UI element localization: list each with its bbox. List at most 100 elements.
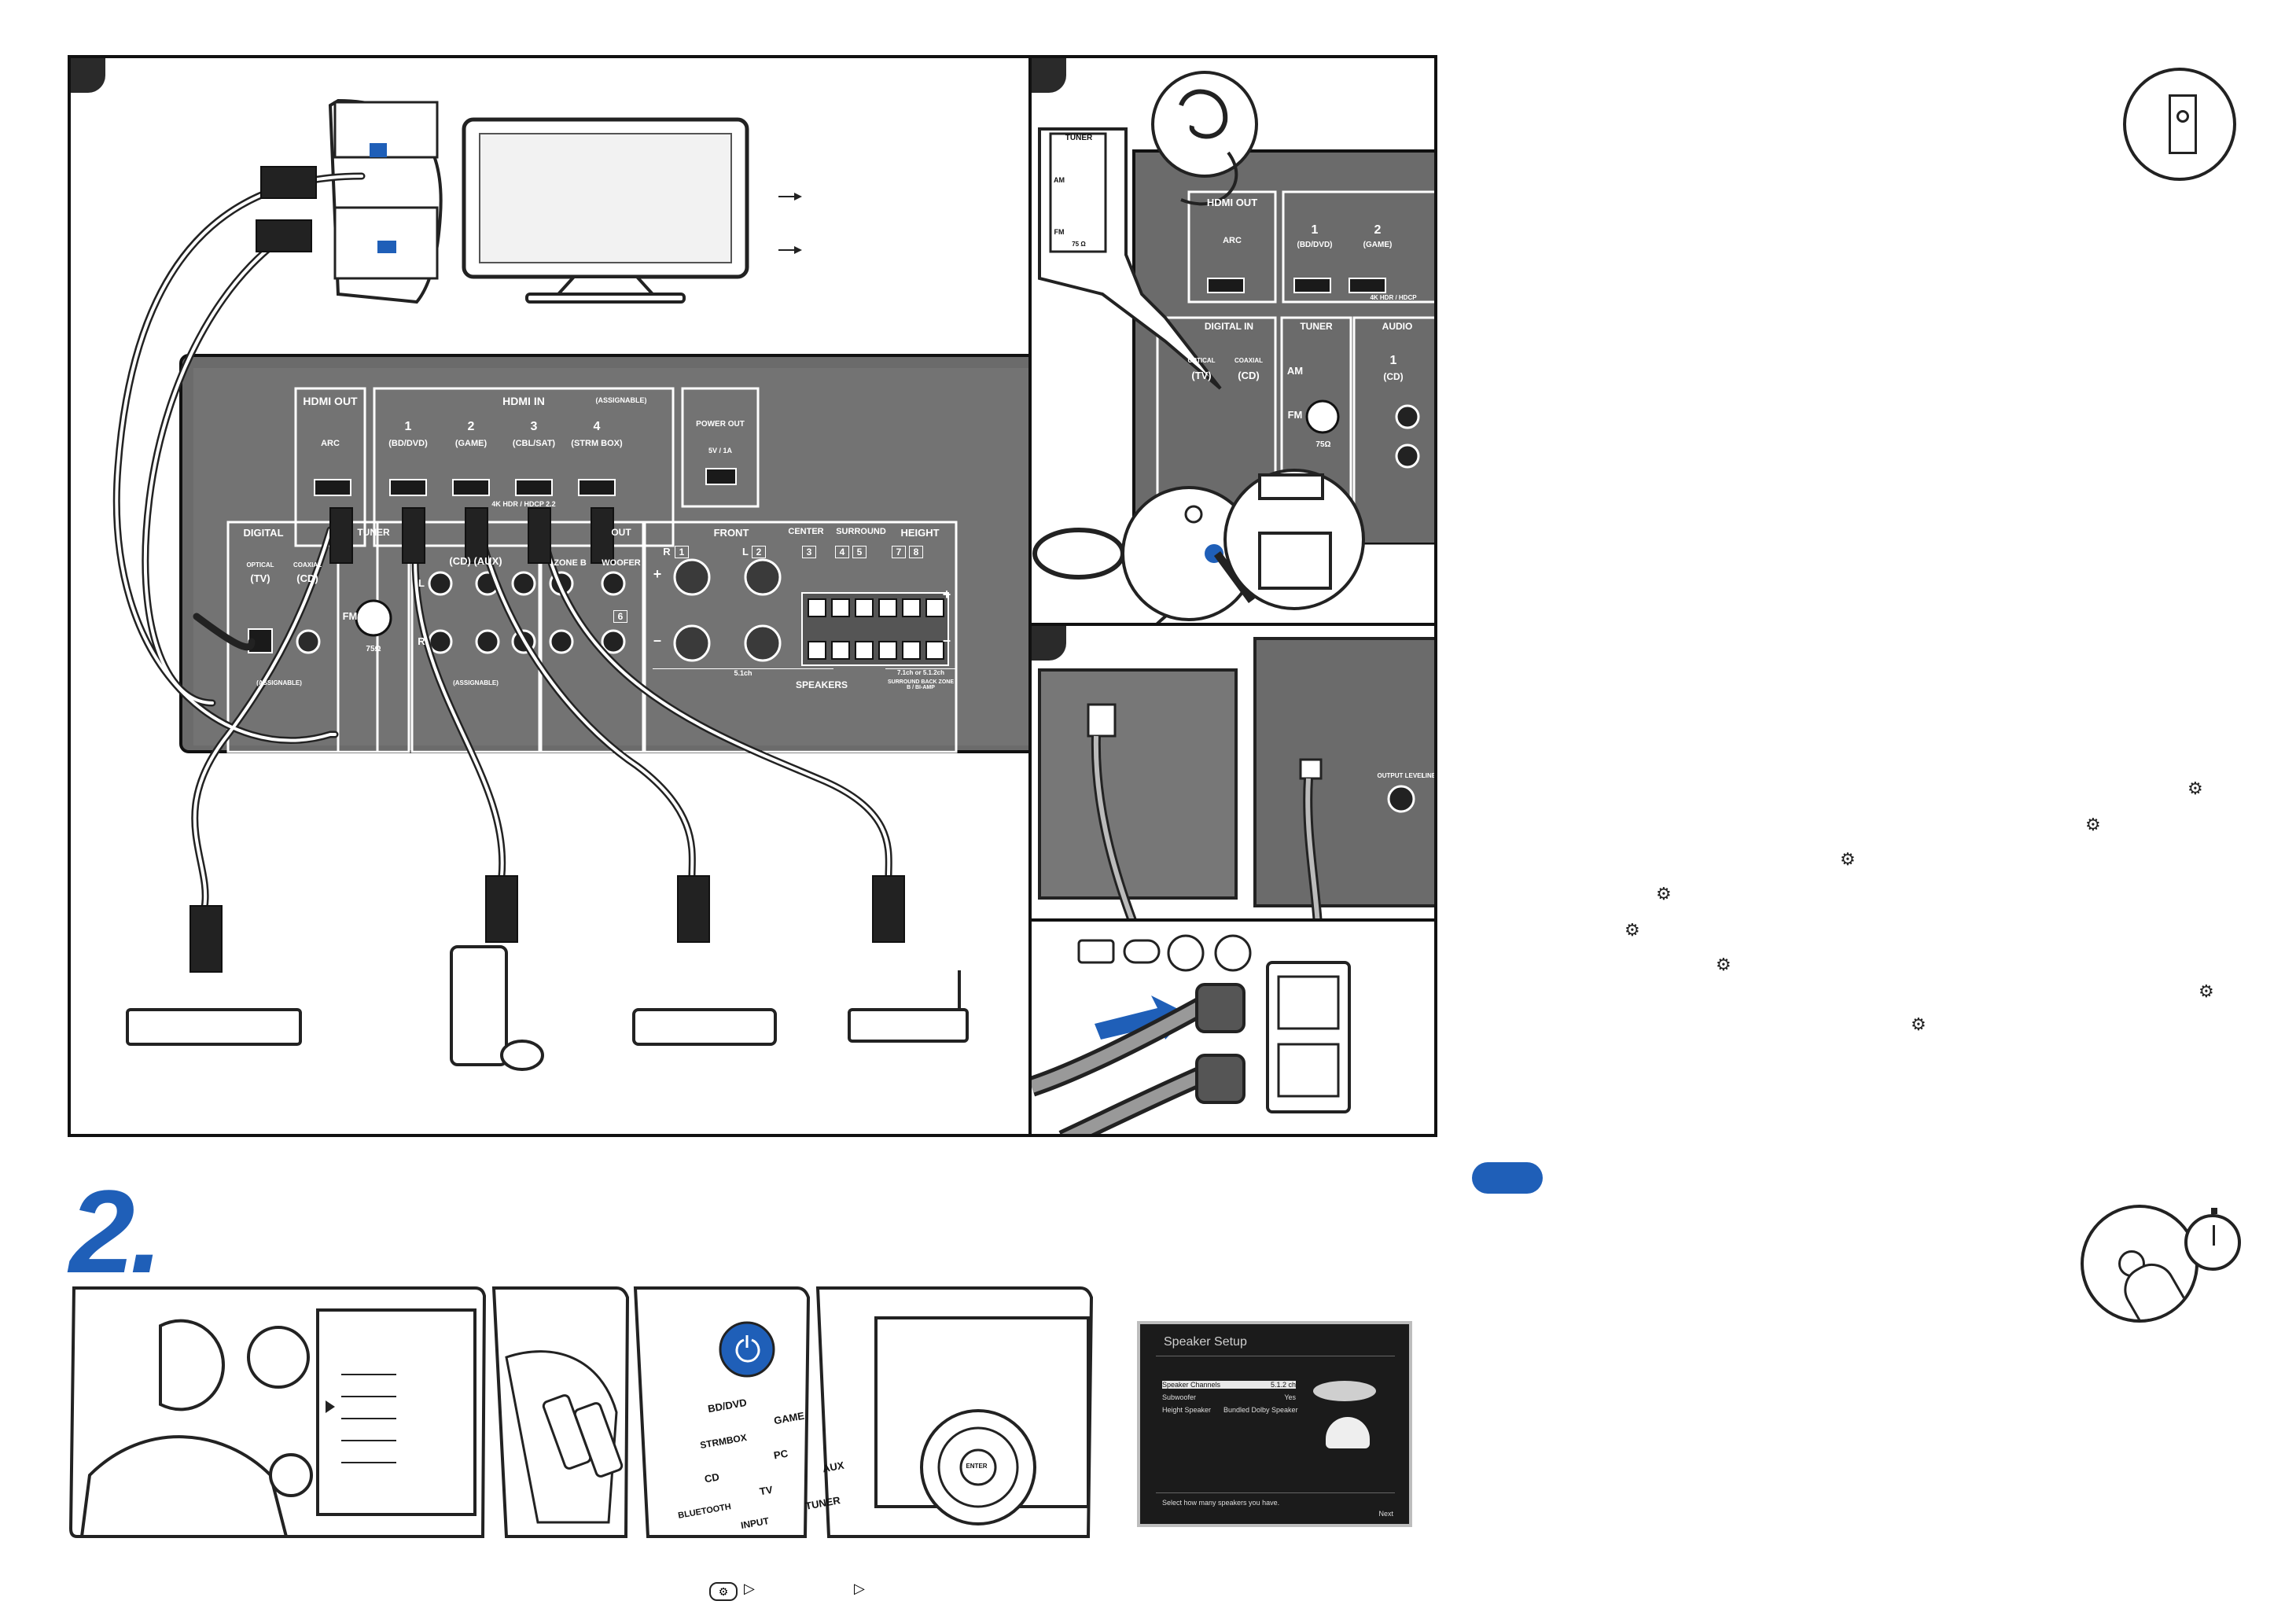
antenna-in1-name: (CD): [1383, 371, 1404, 382]
ohm-callout-label: 75 Ω: [1072, 241, 1086, 248]
gear-icon: ⚙: [1624, 920, 1640, 940]
tv-label: (TV): [250, 572, 270, 584]
remote-btn-tv: TV: [758, 1483, 774, 1498]
power-out-rating: 5V / 1A: [708, 447, 732, 455]
input-2-number: 2: [467, 420, 475, 433]
antenna-tv: (TV): [1191, 370, 1212, 381]
input-1-number: 1: [404, 420, 412, 433]
assignable-label: (ASSIGNABLE): [595, 396, 647, 404]
line-label: LINE: [1421, 772, 1437, 779]
cd-label: (CD): [296, 572, 318, 584]
front-label: FRONT: [713, 527, 749, 539]
wall-mount-icon: [2123, 68, 2236, 181]
antenna-tuner: TUNER: [1300, 321, 1333, 332]
antenna-panel: TUNER AM FM 75 Ω HDMI OUT ARC 1 (BD/DVD)…: [1028, 55, 1437, 626]
gear-icon: ⚙: [2198, 981, 2214, 1001]
ch6-label: 6: [613, 610, 627, 623]
antenna-n1: 1: [1311, 223, 1319, 237]
ch1-label: 1: [675, 546, 689, 558]
panel-tab: [1032, 626, 1066, 661]
cd-aux-label: (CD) (AUX): [449, 555, 502, 567]
power-plug-illustration: [1032, 934, 1351, 1134]
panel-tab: [1032, 58, 1066, 93]
tuner-label: TUNER: [357, 527, 390, 538]
assignable-digital-label: (ASSIGNABLE): [256, 679, 302, 686]
input-3-number: 3: [530, 420, 538, 433]
minus-right: –: [942, 632, 951, 648]
input-4-name: (STRM BOX): [571, 439, 623, 448]
r-label-rca: R: [418, 635, 425, 647]
input-3-name: (CBL/SAT): [512, 439, 556, 448]
antenna-am: AM: [1286, 365, 1304, 377]
setup-button-icon: ⚙: [709, 1582, 738, 1601]
hdmi-illustration: [112, 98, 1028, 1071]
hdmi-out-label: HDMI OUT: [303, 395, 358, 407]
enter-button-label: ENTER: [966, 1463, 988, 1470]
hdmi-connection-panel: HDMI OUT ARC HDMI IN (ASSIGNABLE) 1 (BD/…: [68, 55, 1032, 1137]
play-right-icon: ▷: [854, 1581, 865, 1596]
ch71-label: 7.1ch or 5.1.2ch: [885, 668, 956, 676]
antenna-arc-label: ARC: [1223, 236, 1242, 245]
antenna-cd: (CD): [1238, 370, 1260, 381]
antenna-illustration: [1032, 71, 1434, 623]
ch51-label: 5.1ch: [653, 668, 833, 677]
panel-tab: [71, 58, 105, 93]
step-number: 2.: [69, 1165, 163, 1297]
woofer-label: WOOFER: [602, 558, 641, 568]
gear-icon: ⚙: [1911, 1014, 1926, 1034]
antenna-ohm2: 75Ω: [1315, 440, 1331, 449]
gear-icon: ⚙: [1840, 849, 1856, 869]
ch5-label: 5: [852, 546, 867, 558]
ch4-label: 4: [835, 546, 849, 558]
antenna-in1: 1: [1389, 354, 1397, 367]
gear-icon: ⚙: [2187, 778, 2203, 798]
assignable-analog-label: (ASSIGNABLE): [453, 679, 499, 686]
ch8-label: 8: [909, 546, 923, 558]
antenna-coaxial: COAXIAL: [1234, 357, 1263, 364]
remote-btn-pc: PC: [772, 1447, 789, 1462]
speakers-label: SPEAKERS: [795, 679, 848, 690]
timer-icon: [2184, 1208, 2241, 1271]
surround-back-label: SURROUND BACK ZONE B / BI-AMP: [888, 679, 954, 690]
note-badge: [1472, 1162, 1543, 1194]
hdmi-in-label: HDMI IN: [502, 395, 545, 407]
speaker-image-body: [1326, 1417, 1370, 1448]
antenna-n1-name: (BD/DVD): [1297, 241, 1333, 249]
plus-left: +: [653, 566, 662, 582]
osd-title: Speaker Setup: [1164, 1335, 1247, 1349]
minus-left: –: [653, 632, 661, 648]
out-label: OUT: [611, 527, 631, 538]
subwoofer-illustration: [1038, 626, 1434, 918]
antenna-audio: AUDIO: [1382, 321, 1413, 332]
ohm-label: 75Ω: [366, 645, 381, 653]
antenna-fm: FM: [1287, 409, 1303, 421]
osd-footer: Select how many speakers you have.: [1162, 1499, 1280, 1507]
input-2-name: (GAME): [454, 439, 488, 448]
front-r-label: R: [663, 546, 671, 558]
plus-right: +: [942, 587, 951, 602]
optical-label: OPTICAL: [246, 561, 274, 569]
osd-next[interactable]: Next: [1378, 1510, 1393, 1518]
input-4-number: 4: [593, 420, 601, 433]
height-label: HEIGHT: [900, 527, 940, 539]
center-label: CENTER: [788, 527, 824, 536]
coaxial-label: COAXIAL: [293, 561, 322, 569]
tuner-callout-label: TUNER: [1065, 134, 1093, 142]
speaker-image: [1313, 1381, 1376, 1401]
arc-label: ARC: [321, 439, 340, 448]
output-level-label: OUTPUT LEVEL: [1377, 772, 1426, 779]
l-label-rca: L: [418, 577, 425, 589]
antenna-hdmi-out-label: HDMI OUT: [1206, 197, 1258, 208]
subwoofer-panel: OUTPUT LEVEL LINE: [1028, 623, 1437, 922]
ch3-label: 3: [802, 546, 816, 558]
digital-label: DIGITAL: [243, 527, 284, 539]
ch7-label: 7: [892, 546, 906, 558]
ch2-label: 2: [752, 546, 766, 558]
antenna-n2: 2: [1374, 223, 1382, 237]
setup-steps-strip: [68, 1286, 1094, 1538]
power-out-label: POWER OUT: [696, 420, 745, 429]
